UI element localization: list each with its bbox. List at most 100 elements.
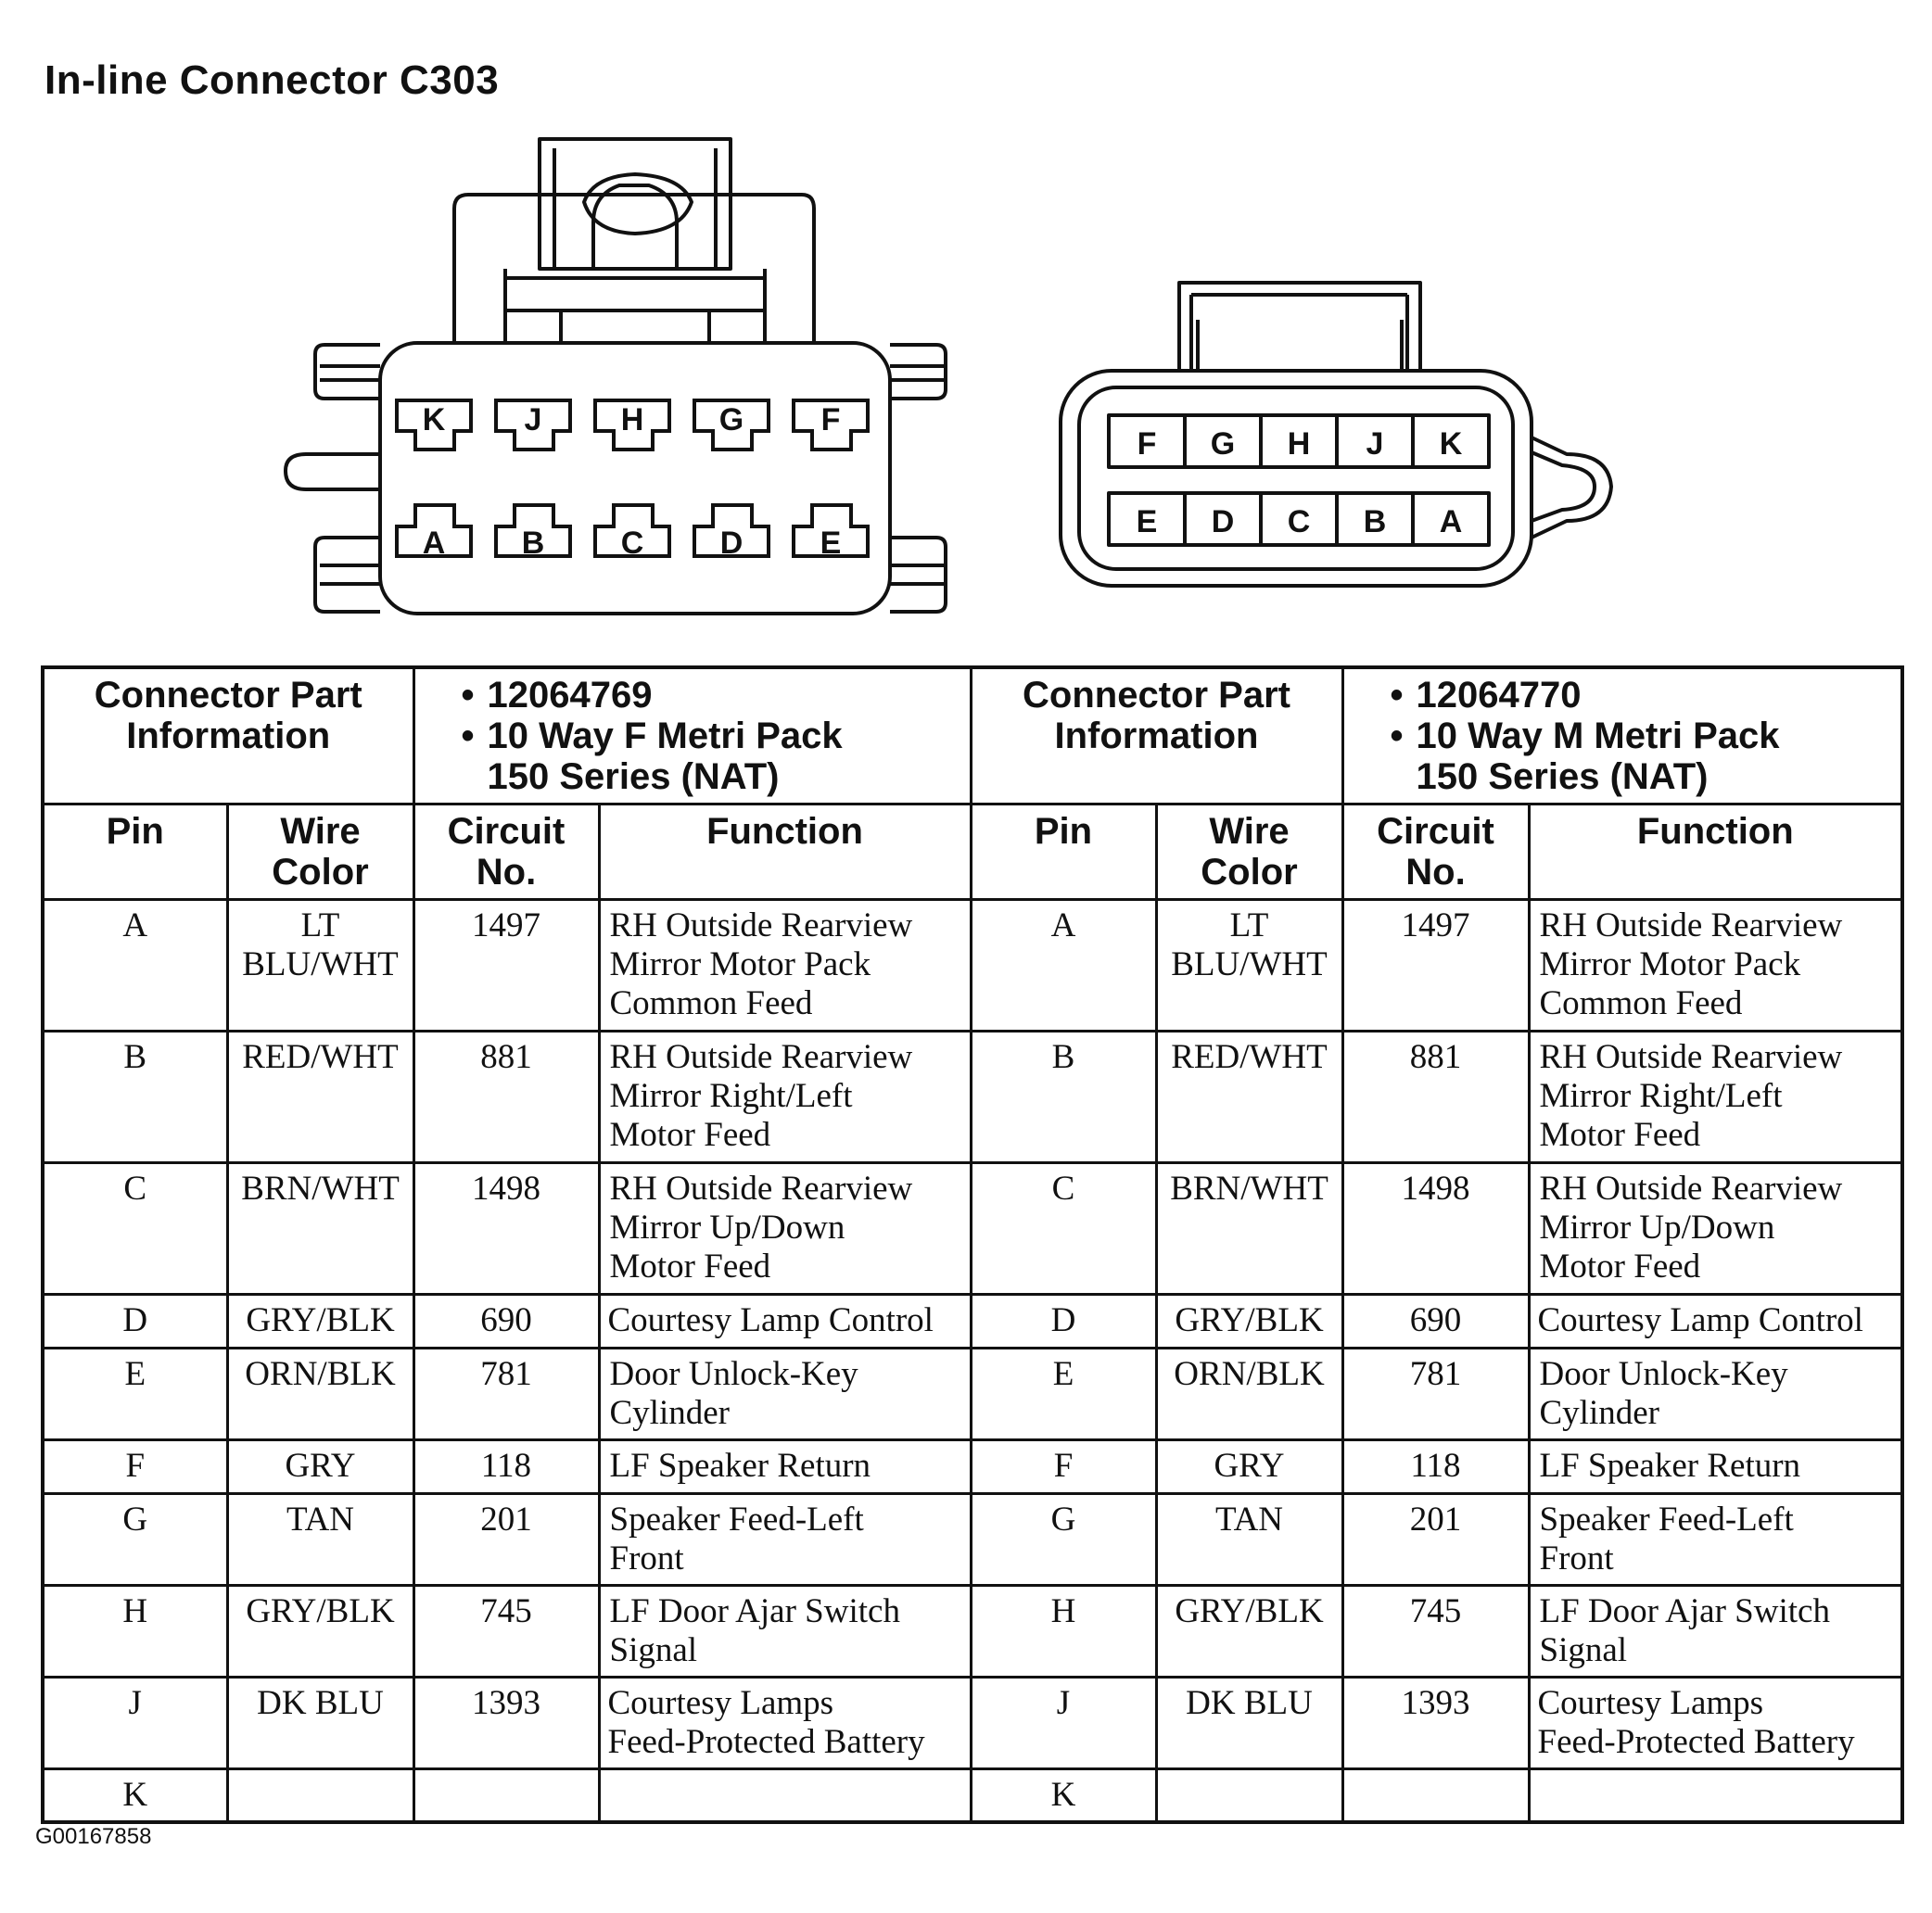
wire-color-cell: GRY/BLK bbox=[225, 1584, 415, 1679]
male-connector-drawing bbox=[1059, 281, 1613, 588]
column-header-pin: Pin bbox=[41, 803, 229, 901]
circuit-cell: 1393 bbox=[412, 1676, 601, 1770]
circuit-cell: 690 bbox=[1341, 1293, 1531, 1349]
circuit-cell: 745 bbox=[412, 1584, 601, 1679]
pin-cell: F bbox=[41, 1438, 229, 1495]
circuit-cell: 781 bbox=[1341, 1347, 1531, 1441]
pin-cell: D bbox=[41, 1293, 229, 1349]
female-pin-label: A bbox=[423, 526, 446, 561]
circuit-cell: 881 bbox=[412, 1030, 601, 1164]
pin-cell: J bbox=[969, 1676, 1158, 1770]
pin-cell: K bbox=[41, 1767, 229, 1824]
wire-color-cell: RED/WHT bbox=[225, 1030, 415, 1164]
function-cell: Door Unlock-Key Cylinder bbox=[1527, 1347, 1904, 1441]
wire-color-cell: BRN/WHT bbox=[225, 1161, 415, 1296]
left-part-info-values: •12064769 •10 Way F Metri Pack 150 Serie… bbox=[412, 665, 972, 805]
male-pin-label: D bbox=[1212, 504, 1235, 539]
wire-color-cell: GRY/BLK bbox=[1154, 1584, 1344, 1679]
wire-color-cell: BRN/WHT bbox=[1154, 1161, 1344, 1296]
circuit-cell bbox=[1341, 1767, 1531, 1824]
wire-color-cell: GRY bbox=[1154, 1438, 1344, 1495]
male-pin-label: J bbox=[1366, 426, 1384, 462]
pin-cell: F bbox=[969, 1438, 1158, 1495]
pin-cell: A bbox=[41, 898, 229, 1033]
column-header-function: Function bbox=[597, 803, 972, 901]
female-cavity-g bbox=[693, 399, 770, 451]
pin-cell: C bbox=[969, 1161, 1158, 1296]
column-header-wire-color: Wire Color bbox=[1154, 803, 1344, 901]
part-info-row: Connector Part Information •12064769 •10… bbox=[41, 665, 1904, 805]
table-row: F GRY 118 LF Speaker Return F GRY 118 LF… bbox=[41, 1438, 1904, 1495]
function-cell bbox=[1527, 1767, 1904, 1824]
function-cell: LF Speaker Return bbox=[597, 1438, 972, 1495]
female-cavity-d bbox=[693, 503, 770, 558]
male-pin-label: E bbox=[1137, 504, 1158, 539]
column-header-pin: Pin bbox=[969, 803, 1158, 901]
table-row: J DK BLU 1393 Courtesy Lamps Feed-Protec… bbox=[41, 1676, 1904, 1770]
pin-cell: E bbox=[41, 1347, 229, 1441]
pin-cell: H bbox=[969, 1584, 1158, 1679]
column-header-wire-color: Wire Color bbox=[225, 803, 415, 901]
pin-cell: G bbox=[41, 1492, 229, 1587]
circuit-cell: 201 bbox=[412, 1492, 601, 1587]
table-row: C BRN/WHT 1498 RH Outside Rearview Mirro… bbox=[41, 1161, 1904, 1296]
right-part-desc-1: 10 Way M Metri Pack bbox=[1416, 716, 1780, 756]
male-pin-label: H bbox=[1288, 426, 1311, 462]
circuit-cell: 118 bbox=[1341, 1438, 1531, 1495]
female-pin-label: F bbox=[821, 402, 841, 437]
table-row: B RED/WHT 881 RH Outside Rearview Mirror… bbox=[41, 1030, 1904, 1164]
circuit-cell: 118 bbox=[412, 1438, 601, 1495]
table-row: A LT BLU/WHT 1497 RH Outside Rearview Mi… bbox=[41, 898, 1904, 1033]
female-top-cavities bbox=[395, 399, 870, 451]
connector-diagram: K J H G F A B C D E F G H J K E D C B A bbox=[284, 137, 1613, 615]
female-pin-label: C bbox=[621, 526, 644, 561]
pin-cell: E bbox=[969, 1347, 1158, 1441]
wire-color-cell: GRY/BLK bbox=[1154, 1293, 1344, 1349]
function-cell: LF Door Ajar Switch Signal bbox=[1527, 1584, 1904, 1679]
column-header-function: Function bbox=[1527, 803, 1904, 901]
female-cavity-h bbox=[593, 399, 671, 451]
circuit-cell bbox=[412, 1767, 601, 1824]
female-cavity-a bbox=[395, 503, 473, 558]
column-header-row: Pin Wire Color Circuit No. Function Pin … bbox=[41, 803, 1904, 901]
column-header-circuit: Circuit No. bbox=[412, 803, 601, 901]
female-pin-labels: K J H G F A B C D E bbox=[423, 402, 842, 561]
wire-color-cell: LT BLU/WHT bbox=[1154, 898, 1344, 1033]
table-row: H GRY/BLK 745 LF Door Ajar Switch Signal… bbox=[41, 1584, 1904, 1679]
function-cell: RH Outside Rearview Mirror Up/Down Motor… bbox=[1527, 1161, 1904, 1296]
circuit-cell: 1498 bbox=[1341, 1161, 1531, 1296]
male-pin-label: F bbox=[1138, 426, 1157, 462]
function-cell: LF Speaker Return bbox=[1527, 1438, 1904, 1495]
right-part-number: 12064770 bbox=[1416, 675, 1582, 716]
male-pin-label: K bbox=[1440, 426, 1463, 462]
pin-cell: G bbox=[969, 1492, 1158, 1587]
female-cavity-b bbox=[494, 503, 572, 558]
circuit-cell: 690 bbox=[412, 1293, 601, 1349]
wire-color-cell: ORN/BLK bbox=[1154, 1347, 1344, 1441]
pin-cell: J bbox=[41, 1676, 229, 1770]
left-part-number: 12064769 bbox=[487, 675, 653, 716]
function-cell: Courtesy Lamp Control bbox=[1527, 1293, 1904, 1349]
wire-color-cell: ORN/BLK bbox=[225, 1347, 415, 1441]
circuit-cell: 745 bbox=[1341, 1584, 1531, 1679]
pin-cell: C bbox=[41, 1161, 229, 1296]
circuit-cell: 881 bbox=[1341, 1030, 1531, 1164]
left-part-desc-2: 150 Series (NAT) bbox=[487, 756, 780, 797]
pin-cell: B bbox=[969, 1030, 1158, 1164]
connector-pinout-table: Connector Part Information •12064769 •10… bbox=[41, 665, 1905, 1824]
wire-color-cell bbox=[1154, 1767, 1344, 1824]
right-part-info-values: •12064770 •10 Way M Metri Pack 150 Serie… bbox=[1341, 665, 1904, 805]
female-connector-drawing bbox=[284, 137, 947, 615]
table-row: G TAN 201 Speaker Feed-Left Front G TAN … bbox=[41, 1492, 1904, 1587]
left-part-info-label: Connector Part Information bbox=[41, 665, 415, 805]
right-part-info-label: Connector Part Information bbox=[969, 665, 1344, 805]
pin-cell: D bbox=[969, 1293, 1158, 1349]
pin-cell: K bbox=[969, 1767, 1158, 1824]
female-pin-label: G bbox=[719, 402, 744, 437]
wire-color-cell bbox=[225, 1767, 415, 1824]
female-bottom-cavities bbox=[395, 503, 870, 558]
function-cell: LF Door Ajar Switch Signal bbox=[597, 1584, 972, 1679]
function-cell: Speaker Feed-Left Front bbox=[1527, 1492, 1904, 1587]
figure-id: G00167858 bbox=[35, 1824, 152, 1849]
function-cell: RH Outside Rearview Mirror Up/Down Motor… bbox=[597, 1161, 972, 1296]
